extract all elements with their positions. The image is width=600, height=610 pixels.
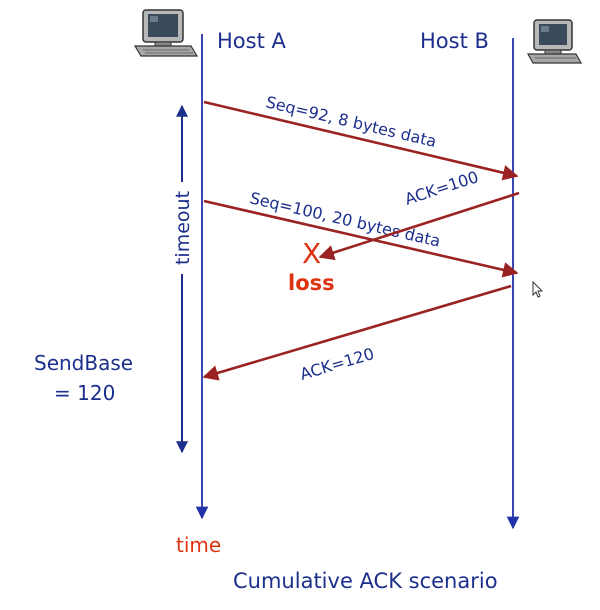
mouse-cursor-icon <box>532 280 544 298</box>
computer-icon <box>526 19 583 64</box>
seq92-arrow <box>203 100 519 181</box>
sendbase-label: SendBase <box>34 351 133 375</box>
timeout-label: timeout <box>172 191 194 265</box>
host-a-label: Host A <box>217 29 286 53</box>
computer-icon <box>133 9 199 57</box>
ack120-arrow <box>202 284 512 381</box>
ack100-arrow <box>318 191 520 261</box>
loss-label: loss <box>288 271 335 295</box>
diagram-caption: Cumulative ACK scenario <box>233 569 498 593</box>
host-b-label: Host B <box>420 29 489 53</box>
ack120-label: ACK=120 <box>298 344 377 384</box>
time-axis-label: time <box>176 533 221 557</box>
sendbase-value: = 120 <box>54 381 115 405</box>
seq100-arrow <box>203 199 519 278</box>
loss-x-mark: X <box>302 237 321 270</box>
ack100-label: ACK=100 <box>402 167 480 209</box>
